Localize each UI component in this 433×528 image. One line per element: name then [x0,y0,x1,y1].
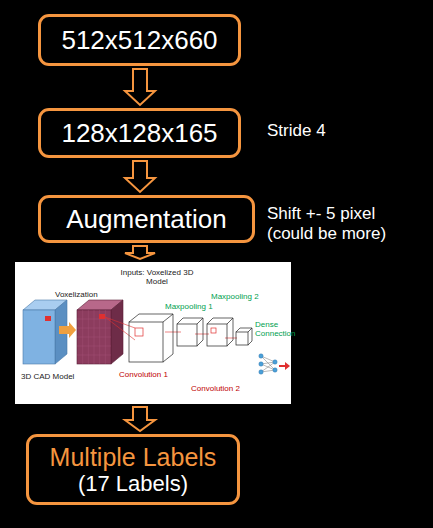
process-box: Augmentation [38,195,255,243]
box-text: Multiple Labels [50,443,217,471]
note-label: Shift +- 5 pixel (could be more) [267,204,417,244]
model-caption: 3D CAD Model [21,372,74,381]
step-caption: Voxelization [55,290,98,299]
illustration-panel: Inputs: Voxelized 3D Model 3D CAD Model Vo… [15,262,291,404]
box-text: 128x128x165 [61,119,217,148]
process-box: 512x512x660 [38,14,241,66]
block-arrow [125,69,155,105]
process-box: Multiple Labels(17 Labels) [26,434,240,505]
layer-caption: Maxpooling 2 [211,292,259,301]
layer-caption: Convolution 1 [119,370,168,379]
box-text: (17 Labels) [78,471,188,496]
layer-caption: Convolution 2 [191,384,240,393]
layer-caption: Dense Connection [255,320,289,338]
box-text: Augmentation [66,205,226,234]
note-label: Stride 4 [267,121,417,141]
process-box: 128x128x165 [38,108,241,158]
layer-caption: Maxpooling 1 [165,302,213,311]
block-arrow [125,161,155,192]
block-arrow [125,407,155,431]
input-caption: Inputs: Voxelized 3D Model [113,268,201,286]
box-text: 512x512x660 [61,26,217,55]
block-arrow [125,246,155,259]
